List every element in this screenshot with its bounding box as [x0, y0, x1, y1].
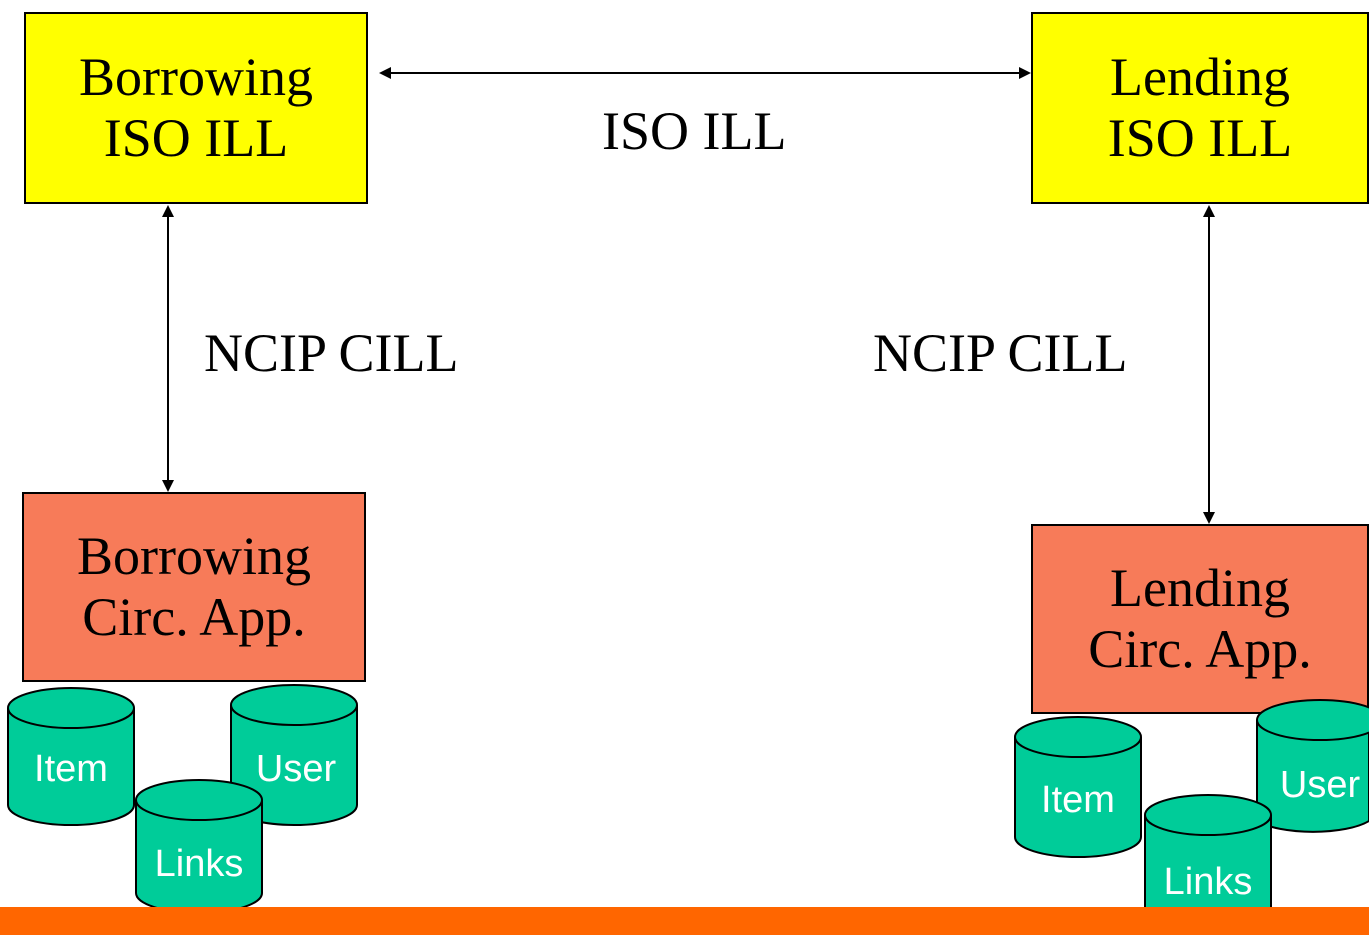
left-links-database-icon: Links [135, 779, 263, 914]
borrowing-circ-app-line2: Circ. App. [82, 587, 306, 647]
borrowing-iso-ill-line1: Borrowing [79, 46, 313, 107]
right-user-label: User [1280, 764, 1361, 806]
right-links-label: Links [1164, 861, 1253, 903]
left-item-database-icon: Item [7, 687, 135, 826]
left-user-label: User [256, 748, 337, 790]
lending-circ-app-line2: Circ. App. [1088, 619, 1312, 679]
right-user-database-icon: User [1256, 699, 1369, 833]
borrowing-circ-app-line1: Borrowing [77, 525, 311, 586]
bottom-bar [0, 907, 1369, 935]
borrowing-iso-ill-box: Borrowing ISO ILL [24, 12, 368, 204]
right-database-group: Item User Links [1014, 699, 1369, 935]
lending-circ-app-line1: Lending [1110, 557, 1290, 618]
lending-iso-ill-line2: ISO ILL [1107, 108, 1293, 168]
left-item-label: Item [34, 748, 108, 790]
right-item-label: Item [1041, 779, 1115, 821]
lending-circ-app-box: Lending Circ. App. [1031, 524, 1369, 714]
borrowing-iso-ill-line2: ISO ILL [103, 108, 289, 168]
borrowing-circ-app-box: Borrowing Circ. App. [22, 492, 366, 682]
left-user-database-icon: User [230, 684, 358, 826]
right-ncip-cill-label: NCIP CILL [873, 323, 1128, 383]
lending-iso-ill-box: Lending ISO ILL [1031, 12, 1369, 204]
left-links-label: Links [155, 843, 244, 885]
lending-iso-ill-line1: Lending [1110, 46, 1290, 107]
left-database-group: Item User Links [7, 684, 358, 914]
right-item-database-icon: Item [1014, 716, 1142, 858]
left-ncip-cill-label: NCIP CILL [204, 323, 459, 383]
iso-ill-label: ISO ILL [602, 101, 787, 161]
